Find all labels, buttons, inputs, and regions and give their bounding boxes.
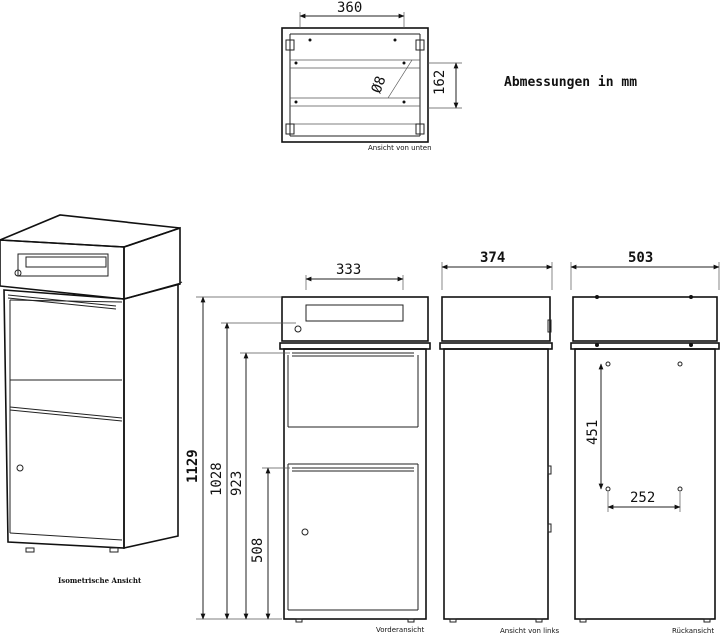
back-width-label: 503: [628, 250, 653, 266]
height-508-label: 508: [250, 538, 266, 563]
left-view: [439, 262, 553, 623]
back-view: [570, 262, 720, 623]
left-depth-label: 374: [480, 250, 505, 266]
bottom-depth-label: 162: [432, 70, 448, 95]
slot-width-label: 333: [336, 262, 361, 278]
hole-diameter-label: Ø8: [369, 74, 390, 95]
isometric-view: [0, 214, 183, 553]
height-1028-label: 1028: [209, 462, 225, 496]
front-view-caption: Vorderansicht: [376, 626, 425, 634]
front-view: [196, 275, 431, 623]
left-view-caption: Ansicht von links: [500, 627, 560, 635]
back-hole-horizontal-label: 252: [630, 490, 655, 506]
bottom-view-caption: Ansicht von unten: [368, 144, 432, 152]
isometric-caption: Isometrische Ansicht: [58, 576, 142, 585]
total-height-label: 1129: [185, 449, 201, 483]
page-title: Abmessungen in mm: [504, 75, 637, 90]
back-view-caption: Rückansicht: [672, 627, 714, 635]
height-923-label: 923: [229, 471, 245, 496]
back-hole-vertical-label: 451: [585, 420, 601, 445]
bottom-width-label: 360: [337, 0, 362, 16]
bottom-view: [281, 12, 462, 143]
